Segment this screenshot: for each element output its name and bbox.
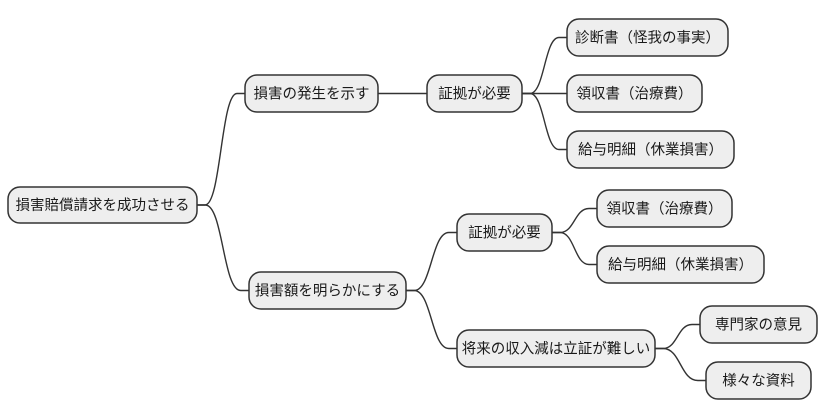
mindmap-node-root[interactable]: 損害賠償請求を成功させる bbox=[7, 186, 198, 224]
mindmap-node-b2_e2_l1[interactable]: 専門家の意見 bbox=[699, 305, 818, 344]
mindmap-node-b2_e1[interactable]: 証拠が必要 bbox=[456, 213, 553, 252]
mindmap-node-b1_e1[interactable]: 証拠が必要 bbox=[426, 74, 523, 113]
edge-layer bbox=[196, 36, 707, 382]
node-shape-b2_e2 bbox=[456, 329, 656, 368]
edge-root-to-b2 bbox=[196, 204, 250, 292]
mindmap-node-b1_e1_l1[interactable]: 診断書（怪我の事実） bbox=[566, 18, 729, 57]
node-shape-b1_e1_l1 bbox=[566, 18, 729, 57]
edge-b2-to-b2_e1 bbox=[405, 231, 458, 292]
edge-b2_e1-to-b2_e1_l1 bbox=[551, 207, 598, 234]
mindmap-node-b1[interactable]: 損害の発生を示す bbox=[244, 74, 379, 113]
edge-root-to-b1 bbox=[196, 92, 246, 206]
node-shape-b2 bbox=[248, 271, 407, 310]
node-shape-b1_e1 bbox=[426, 74, 523, 113]
node-shape-b2_e1 bbox=[456, 213, 553, 252]
mindmap-node-b2_e2[interactable]: 将来の収入減は立証が難しい bbox=[456, 329, 656, 368]
mindmap-node-b2_e1_l1[interactable]: 領収書（治療費） bbox=[596, 189, 733, 228]
node-shape-b1_e1_l3 bbox=[566, 130, 735, 169]
node-layer: 損害賠償請求を成功させる損害の発生を示す証拠が必要診断書（怪我の事実）領収書（治… bbox=[7, 18, 818, 400]
mindmap-node-b2[interactable]: 損害額を明らかにする bbox=[248, 271, 407, 310]
edge-b2_e2-to-b2_e2_l1 bbox=[654, 323, 701, 350]
edge-b1_e1-to-b1_e1_l1 bbox=[521, 36, 568, 95]
node-shape-b1 bbox=[244, 74, 379, 113]
edge-b2_e2-to-b2_e2_l2 bbox=[654, 347, 707, 382]
node-shape-b2_e1_l2 bbox=[596, 245, 765, 284]
mindmap-node-b1_e1_l3[interactable]: 給与明細（休業損害） bbox=[566, 130, 735, 169]
edge-b1_e1-to-b1_e1_l3 bbox=[521, 92, 568, 151]
mindmap-node-b2_e2_l2[interactable]: 様々な資料 bbox=[705, 361, 812, 400]
node-shape-b2_e2_l1 bbox=[699, 305, 818, 344]
edge-b2-to-b2_e2 bbox=[405, 289, 458, 350]
node-shape-root bbox=[7, 186, 198, 224]
node-shape-b2_e1_l1 bbox=[596, 189, 733, 228]
mindmap-node-b2_e1_l2[interactable]: 給与明細（休業損害） bbox=[596, 245, 765, 284]
edge-b2_e1-to-b2_e1_l2 bbox=[551, 231, 598, 266]
node-shape-b1_e1_l2 bbox=[566, 74, 703, 113]
node-shape-b2_e2_l2 bbox=[705, 361, 812, 400]
mindmap-node-b1_e1_l2[interactable]: 領収書（治療費） bbox=[566, 74, 703, 113]
